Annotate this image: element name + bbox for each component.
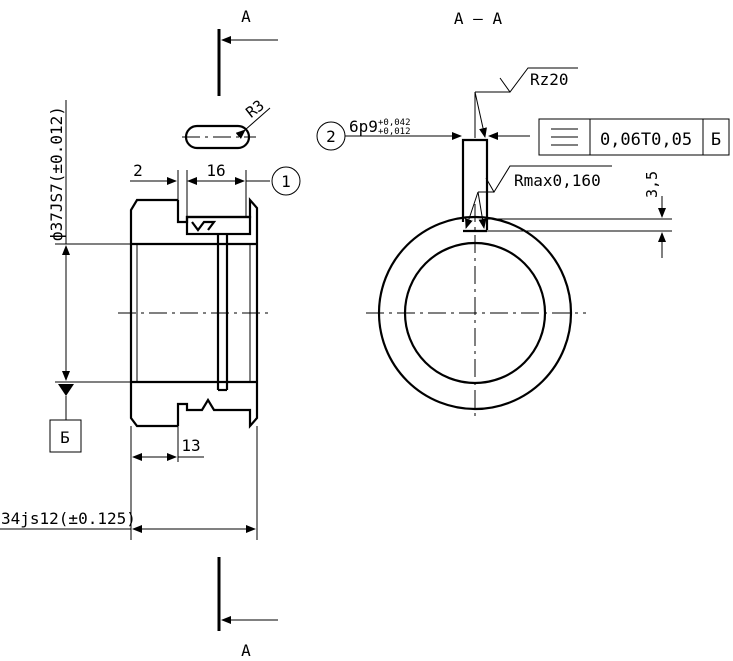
callout-1-number: 1 <box>281 172 291 191</box>
dim-diameter-value: ф37JS7(±0.012) <box>47 106 66 241</box>
callout-circle-1 <box>271 166 301 196</box>
roughness-bottom-text: Rmax0,160 <box>514 171 601 190</box>
roughness-symbol-bottom <box>465 165 612 229</box>
keyway-tol-lower: +0,012 <box>378 127 411 137</box>
dim-depth-value: 3,5 <box>643 171 661 198</box>
tolerance-frame <box>538 118 730 156</box>
tolerance-value: 0,06Т0,05 <box>600 130 692 150</box>
section-letter-bottom: А <box>241 641 251 660</box>
dim-radius: R3 <box>242 96 267 121</box>
dim-diameter <box>55 100 131 383</box>
dim-key-length-value: 16 <box>206 161 225 180</box>
dim-groove-offset: 2 <box>133 161 143 180</box>
part-outline-left <box>129 197 259 429</box>
tolerance-datum: Б <box>711 130 721 150</box>
dim-width-13 <box>130 426 204 540</box>
dim-depth <box>487 196 672 258</box>
datum-symbol <box>49 384 82 453</box>
dim-key-length <box>130 170 270 217</box>
keyway-main: 6p9 <box>349 117 378 136</box>
keyway-tol-upper: +0,042 <box>378 118 411 128</box>
dim-overall-width <box>0 426 258 540</box>
section-cut-top <box>217 29 278 96</box>
section-centerlines <box>366 204 586 420</box>
roughness-symbol-top <box>474 67 578 138</box>
dim-width-13-value: 13 <box>181 436 200 455</box>
callout-2-number: 2 <box>326 127 336 146</box>
section-letter-top: А <box>241 7 251 26</box>
section-cut-bottom <box>217 557 278 631</box>
roughness-top-text: Rz20 <box>530 70 569 89</box>
key-slot <box>182 107 271 150</box>
dim-overall-width-value: 34js12(±0.125) <box>1 509 136 528</box>
section-view-title: А – А <box>454 9 503 28</box>
datum-label: Б <box>60 428 70 447</box>
